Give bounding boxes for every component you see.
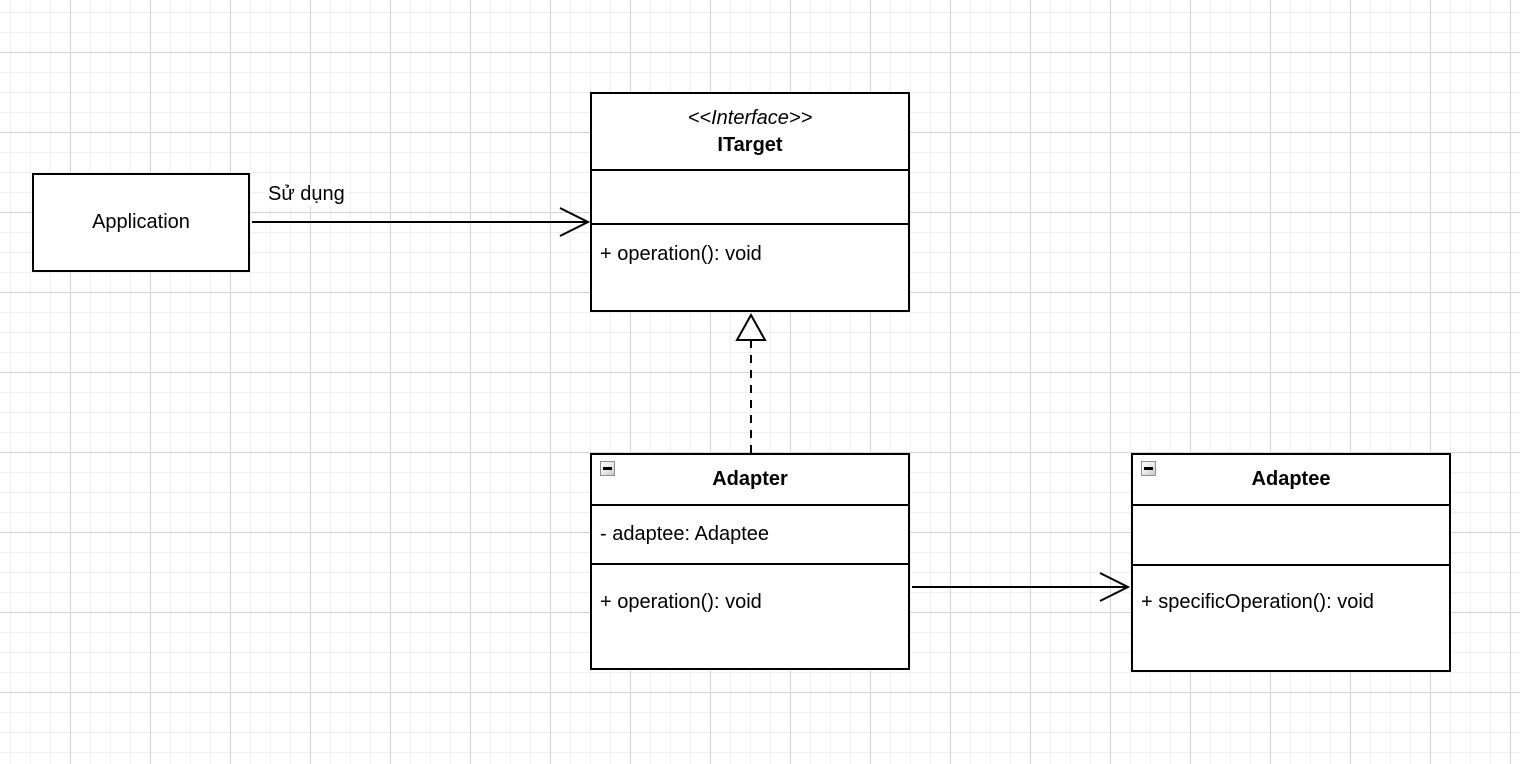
itarget-methods-section: + operation(): void <box>592 223 908 310</box>
open-arrowhead-icon <box>1099 572 1131 602</box>
node-application[interactable]: Application <box>32 173 250 272</box>
adapter-attributes-section: - adaptee: Adaptee <box>592 504 908 563</box>
open-arrowhead-icon <box>559 207 591 237</box>
node-adaptee[interactable]: Adaptee + specificOperation(): void <box>1131 453 1451 672</box>
edge-realization[interactable] <box>735 312 767 453</box>
application-label: Application <box>92 211 190 233</box>
adapter-name: Adapter <box>712 468 788 490</box>
itarget-stereotype: <<Interface>> <box>687 106 813 129</box>
hollow-triangle-arrowhead-icon <box>735 312 767 341</box>
edge-uses[interactable] <box>252 207 591 237</box>
adaptee-attributes-section <box>1133 504 1449 564</box>
adaptee-methods-section: + specificOperation(): void <box>1133 564 1449 670</box>
adaptee-method: + specificOperation(): void <box>1141 590 1374 613</box>
adapter-header: Adapter <box>592 455 908 504</box>
node-itarget[interactable]: <<Interface>> ITarget + operation(): voi… <box>590 92 910 312</box>
adaptee-header: Adaptee <box>1133 455 1449 504</box>
itarget-name: ITarget <box>717 133 783 156</box>
adapter-method: + operation(): void <box>600 590 762 613</box>
adapter-attribute: - adaptee: Adaptee <box>600 523 770 545</box>
edge-association[interactable] <box>912 572 1131 602</box>
node-adapter[interactable]: Adapter - adaptee: Adaptee + operation()… <box>590 453 910 670</box>
itarget-method: + operation(): void <box>600 242 762 265</box>
edge-uses-label[interactable]: Sử dụng <box>266 183 347 206</box>
itarget-attributes-section <box>592 169 908 223</box>
collapse-minus-icon[interactable] <box>1141 461 1156 476</box>
itarget-header: <<Interface>> ITarget <box>592 94 908 169</box>
adapter-methods-section: + operation(): void <box>592 563 908 668</box>
collapse-minus-icon[interactable] <box>600 461 615 476</box>
adaptee-name: Adaptee <box>1251 468 1331 490</box>
